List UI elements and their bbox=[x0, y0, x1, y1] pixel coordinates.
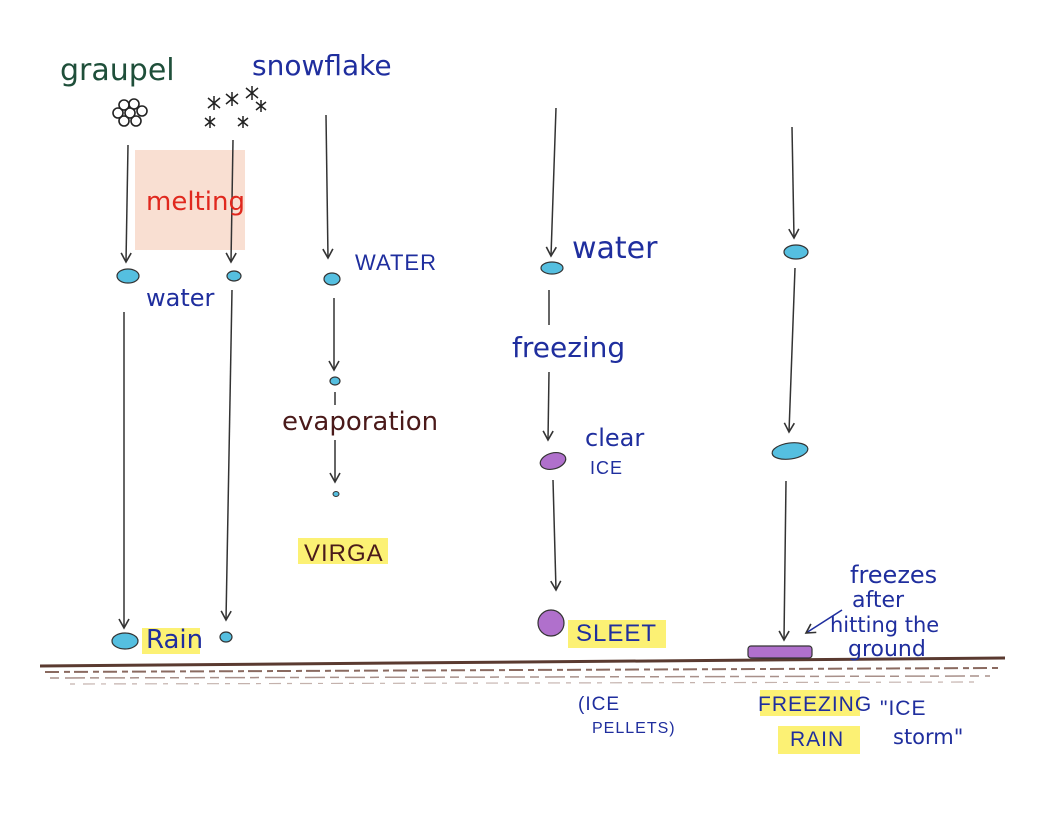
water-drop-icon bbox=[771, 442, 809, 460]
evaporation-label: evaporation bbox=[282, 407, 438, 437]
clear-ice-label-line1: clear bbox=[585, 424, 644, 452]
freezes-label-line3: hitting the bbox=[830, 613, 939, 637]
ice-pellet-icon bbox=[539, 451, 567, 471]
freezing-rain-highlight bbox=[760, 690, 860, 716]
graupel-label: graupel bbox=[60, 53, 175, 88]
ice-glaze-icon bbox=[747, 645, 813, 659]
freezing-rain-highlight-2 bbox=[778, 726, 860, 754]
freezing-rain-label-line2: RAIN bbox=[790, 728, 844, 751]
sleet-highlight bbox=[568, 620, 666, 648]
snowflake-icon bbox=[204, 86, 267, 128]
arrow bbox=[550, 479, 562, 592]
water-drop-icon bbox=[226, 270, 242, 282]
water-label-col3: WATER bbox=[355, 250, 437, 275]
ice-storm-label-line2: storm" bbox=[893, 725, 963, 749]
clear-ice-label-line2: ICE bbox=[590, 458, 623, 478]
ice-pellets-label-line1: (ICE bbox=[578, 694, 620, 715]
freezing-label: freezing bbox=[512, 331, 625, 364]
arrow bbox=[778, 480, 790, 642]
arrow bbox=[545, 107, 557, 258]
rain-highlight bbox=[142, 628, 200, 654]
freezes-label-line2: after bbox=[852, 588, 905, 613]
freezes-label-line4: ground bbox=[848, 637, 926, 662]
water-drop-icon bbox=[323, 272, 341, 286]
arrow bbox=[783, 267, 796, 434]
water-drop-icon bbox=[332, 491, 340, 497]
arrow bbox=[120, 144, 132, 264]
arrow bbox=[220, 289, 233, 622]
arrow bbox=[225, 139, 237, 264]
rain-label: Rain bbox=[146, 625, 203, 655]
arrow bbox=[788, 126, 800, 240]
water-label-col1: water bbox=[146, 284, 215, 312]
water-drop-icon bbox=[329, 376, 341, 386]
freezes-label-line1: freezes bbox=[850, 561, 937, 589]
ice-pellet-icon bbox=[537, 609, 565, 637]
water-drop-icon bbox=[783, 244, 809, 260]
ground bbox=[39, 656, 1006, 685]
arrow bbox=[322, 114, 334, 260]
melting-band bbox=[135, 150, 245, 250]
pointer-arrow bbox=[804, 609, 843, 634]
virga-highlight bbox=[298, 538, 388, 564]
ice-storm-label-line1: "ICE bbox=[880, 697, 926, 720]
melting-label: melting bbox=[146, 187, 245, 217]
ice-pellets-label-line2: PELLETS) bbox=[592, 720, 676, 737]
arrow bbox=[542, 371, 554, 442]
graupel-cluster-icon bbox=[112, 98, 148, 127]
water-drop-icon bbox=[219, 631, 233, 643]
virga-label: VIRGA bbox=[304, 540, 384, 567]
freezing-rain-label-line1: FREEZING bbox=[758, 693, 872, 716]
water-drop-icon bbox=[116, 268, 140, 284]
water-label-col4: water bbox=[572, 231, 658, 266]
water-drop-icon bbox=[111, 632, 139, 650]
sleet-label: SLEET bbox=[576, 620, 657, 647]
snowflake-label: snowflake bbox=[252, 49, 392, 82]
water-drop-icon bbox=[540, 261, 564, 275]
